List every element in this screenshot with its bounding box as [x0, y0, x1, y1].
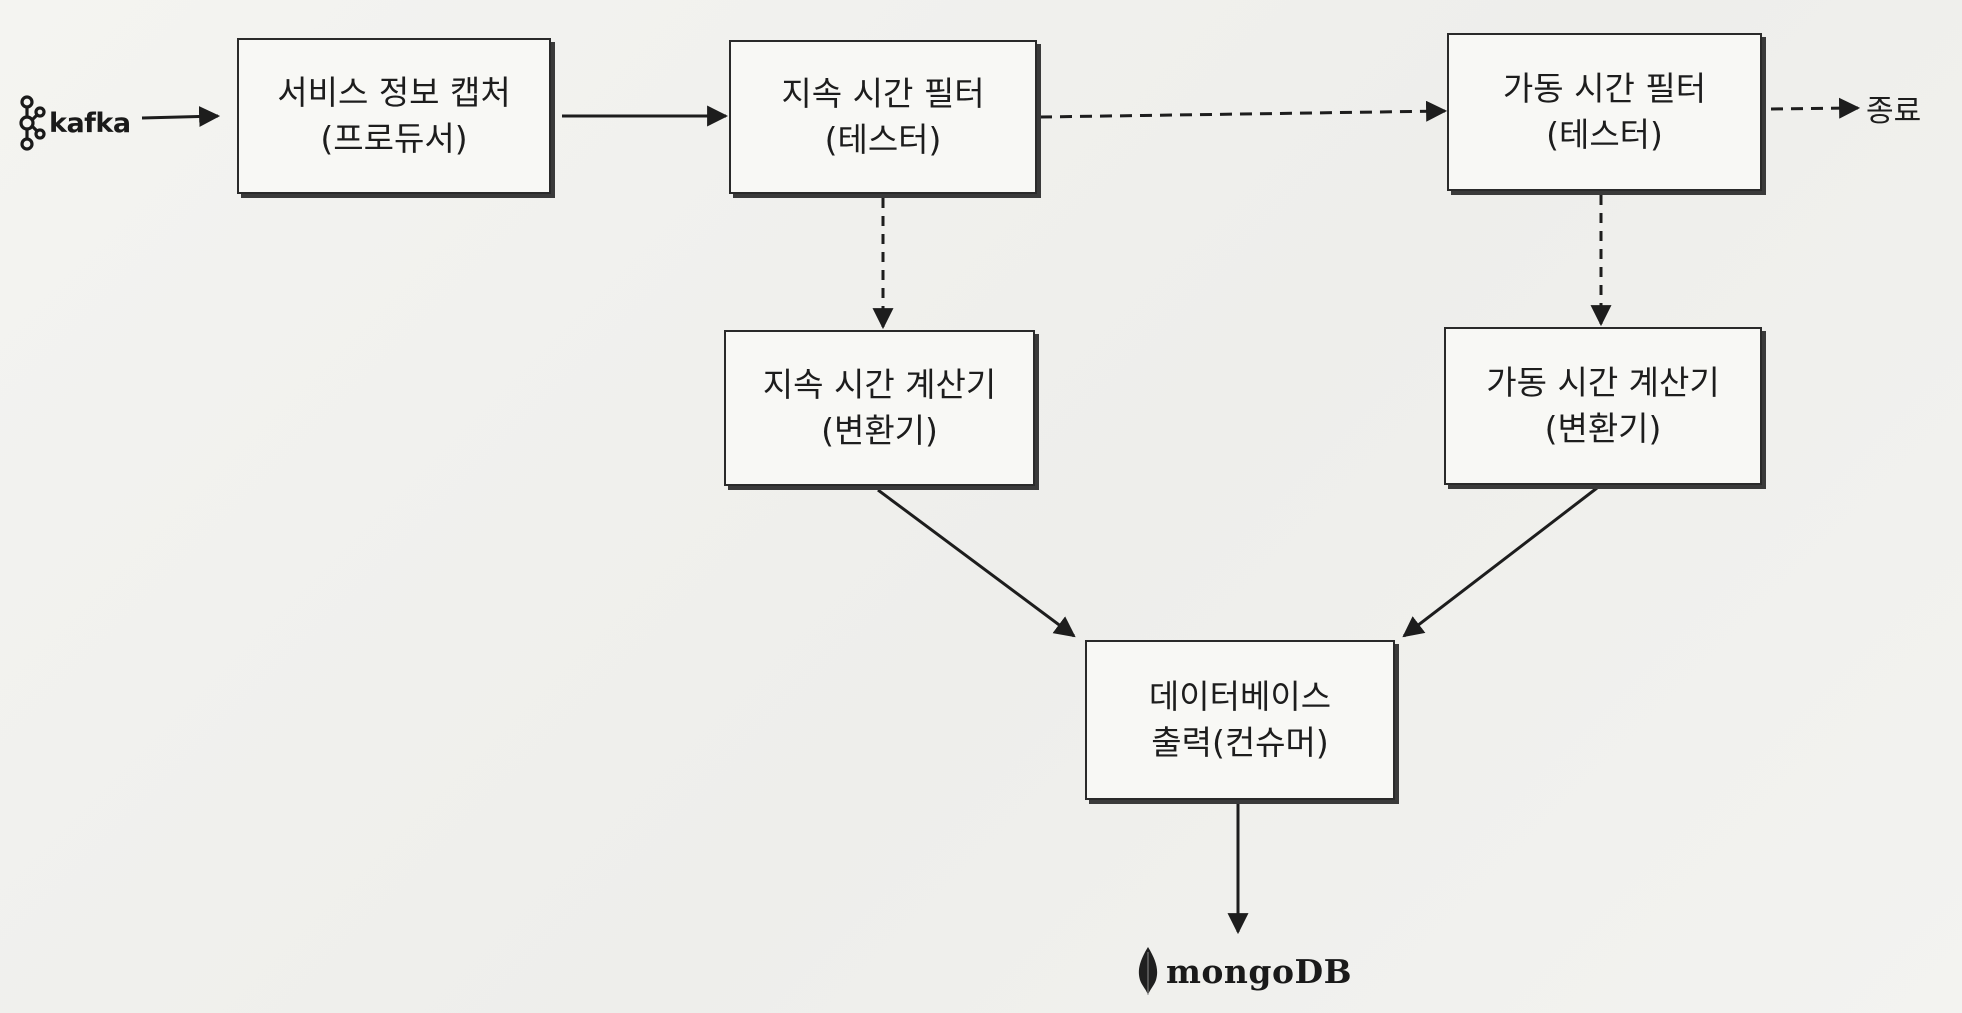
node-role: (테스터)	[824, 120, 942, 159]
node-duration-filter-tester: 지속 시간 필터 (테스터)	[729, 40, 1037, 194]
kafka-logo-text: kafka	[49, 107, 131, 139]
node-duration-calculator-transformer: 지속 시간 계산기 (변환기)	[724, 330, 1035, 486]
edge-uptime-calc-to-consumer	[1402, 486, 1598, 638]
node-role: 출력(컨슈머)	[1151, 723, 1329, 762]
node-title: 서비스 정보 캡처	[277, 73, 511, 112]
mongodb-logo-text: mongoDB	[1166, 951, 1353, 991]
edge-uptime-filter-to-end	[1770, 97, 1861, 119]
node-role: (변환기)	[821, 411, 938, 450]
node-role: (변환기)	[1544, 409, 1662, 448]
node-title: 지속 시간 필터	[781, 74, 985, 113]
node-database-output-consumer: 데이터베이스 출력(컨슈머)	[1085, 640, 1395, 800]
node-uptime-filter-tester: 가동 시간 필터 (테스터)	[1447, 33, 1762, 191]
kafka-logo: kafka	[18, 94, 131, 152]
node-service-info-capture-producer: 서비스 정보 캡처 (프로듀서)	[237, 38, 551, 194]
node-title: 가동 시간 계산기	[1486, 363, 1720, 402]
edge-kafka-to-producer	[141, 106, 221, 127]
node-uptime-calculator-transformer: 가동 시간 계산기 (변환기)	[1444, 327, 1762, 485]
end-label: 종료	[1866, 94, 1922, 129]
node-title: 지속 시간 계산기	[762, 365, 997, 404]
kafka-logo-icon	[19, 95, 46, 151]
edge-duration-calc-to-consumer	[877, 488, 1076, 638]
edge-duration-filter-to-uptime-filter	[1039, 100, 1448, 122]
mongodb-leaf-icon	[1138, 947, 1158, 995]
node-title: 데이터베이스	[1148, 677, 1332, 716]
mongodb-logo: mongoDB	[1136, 946, 1352, 996]
node-role: (테스터)	[1546, 115, 1663, 154]
node-role: (프로듀서)	[320, 119, 468, 158]
node-title: 가동 시간 필터	[1502, 69, 1707, 108]
